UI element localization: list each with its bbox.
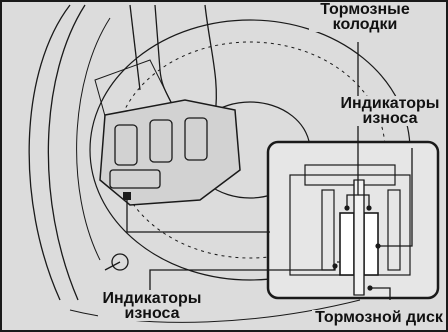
indicator-dot-right (375, 243, 380, 248)
pad-dot-left (344, 205, 349, 210)
brake-pad-right (364, 213, 378, 275)
pad-dot-right (366, 205, 371, 210)
disc-dot (367, 285, 372, 290)
label-brake-disc: Тормозной диск (312, 310, 446, 325)
label-wear-indicators-right-line2: износа (338, 111, 442, 126)
caliper-marker (123, 192, 131, 200)
label-brake-disc-text: Тормозной диск (314, 310, 444, 325)
inset-disc (354, 180, 364, 295)
brake-pad-left (340, 213, 354, 275)
label-brake-pads: Тормозные колодки (309, 2, 421, 32)
label-brake-pads-line2: колодки (311, 17, 419, 32)
label-wear-indicators-left-line1: Индикаторы (100, 291, 204, 306)
label-wear-indicators-right-line1: Индикаторы (338, 96, 442, 111)
label-wear-indicators-left-line2: износа (100, 306, 204, 321)
label-brake-pads-line1: Тормозные (311, 2, 419, 17)
label-wear-indicators-left: Индикаторы износа (98, 291, 206, 321)
label-wear-indicators-right: Индикаторы износа (336, 96, 444, 126)
